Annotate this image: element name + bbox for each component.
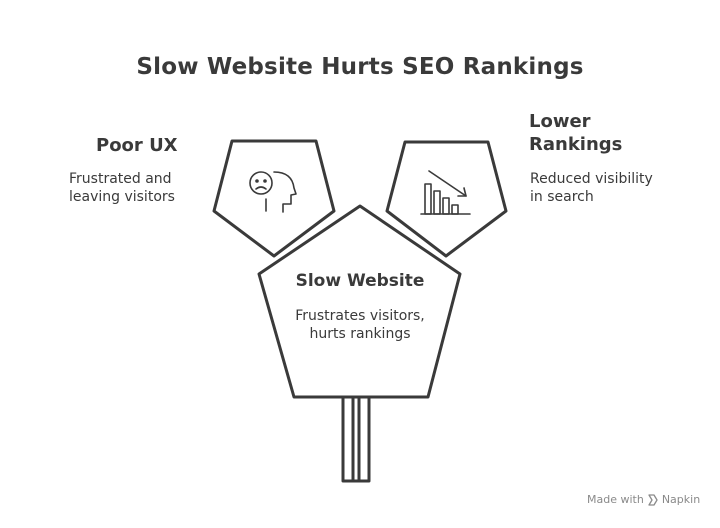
poor-ux-description-line: leaving visitors xyxy=(69,189,175,205)
lower-rankings-title: Lower Rankings xyxy=(529,110,659,156)
made-with-footer[interactable]: Made with Napkin xyxy=(587,493,700,506)
lower-rankings-description-line: Reduced visibility xyxy=(530,171,653,187)
slow-website-title: Slow Website xyxy=(295,271,425,291)
poor-ux-pentagon xyxy=(212,139,336,258)
lower-rankings-title-line: Lower xyxy=(529,111,591,132)
slow-website-description: Frustrates visitors, hurts rankings xyxy=(270,307,450,343)
napkin-brand-label: Napkin xyxy=(661,493,701,506)
slow-website-description-line: hurts rankings xyxy=(309,326,411,342)
poor-ux-description: Frustrated and leaving visitors xyxy=(69,170,209,206)
lower-rankings-description: Reduced visibility in search xyxy=(530,170,680,206)
lower-rankings-description-line: in search xyxy=(530,189,594,205)
poor-ux-description-line: Frustrated and xyxy=(69,171,172,187)
slow-website-description-line: Frustrates visitors, xyxy=(295,308,425,324)
declining-bar-chart-icon xyxy=(420,170,471,215)
frustrated-face-icon xyxy=(249,171,297,213)
made-with-label: Made with xyxy=(587,493,644,506)
poor-ux-title: Poor UX xyxy=(96,135,178,156)
signpost-pole xyxy=(341,393,371,483)
diagram-title: Slow Website Hurts SEO Rankings xyxy=(136,54,584,80)
napkin-logo-icon xyxy=(648,493,658,506)
lower-rankings-title-line: Rankings xyxy=(529,134,623,155)
lower-rankings-pentagon xyxy=(385,140,508,258)
slow-website-pentagon xyxy=(257,204,462,399)
